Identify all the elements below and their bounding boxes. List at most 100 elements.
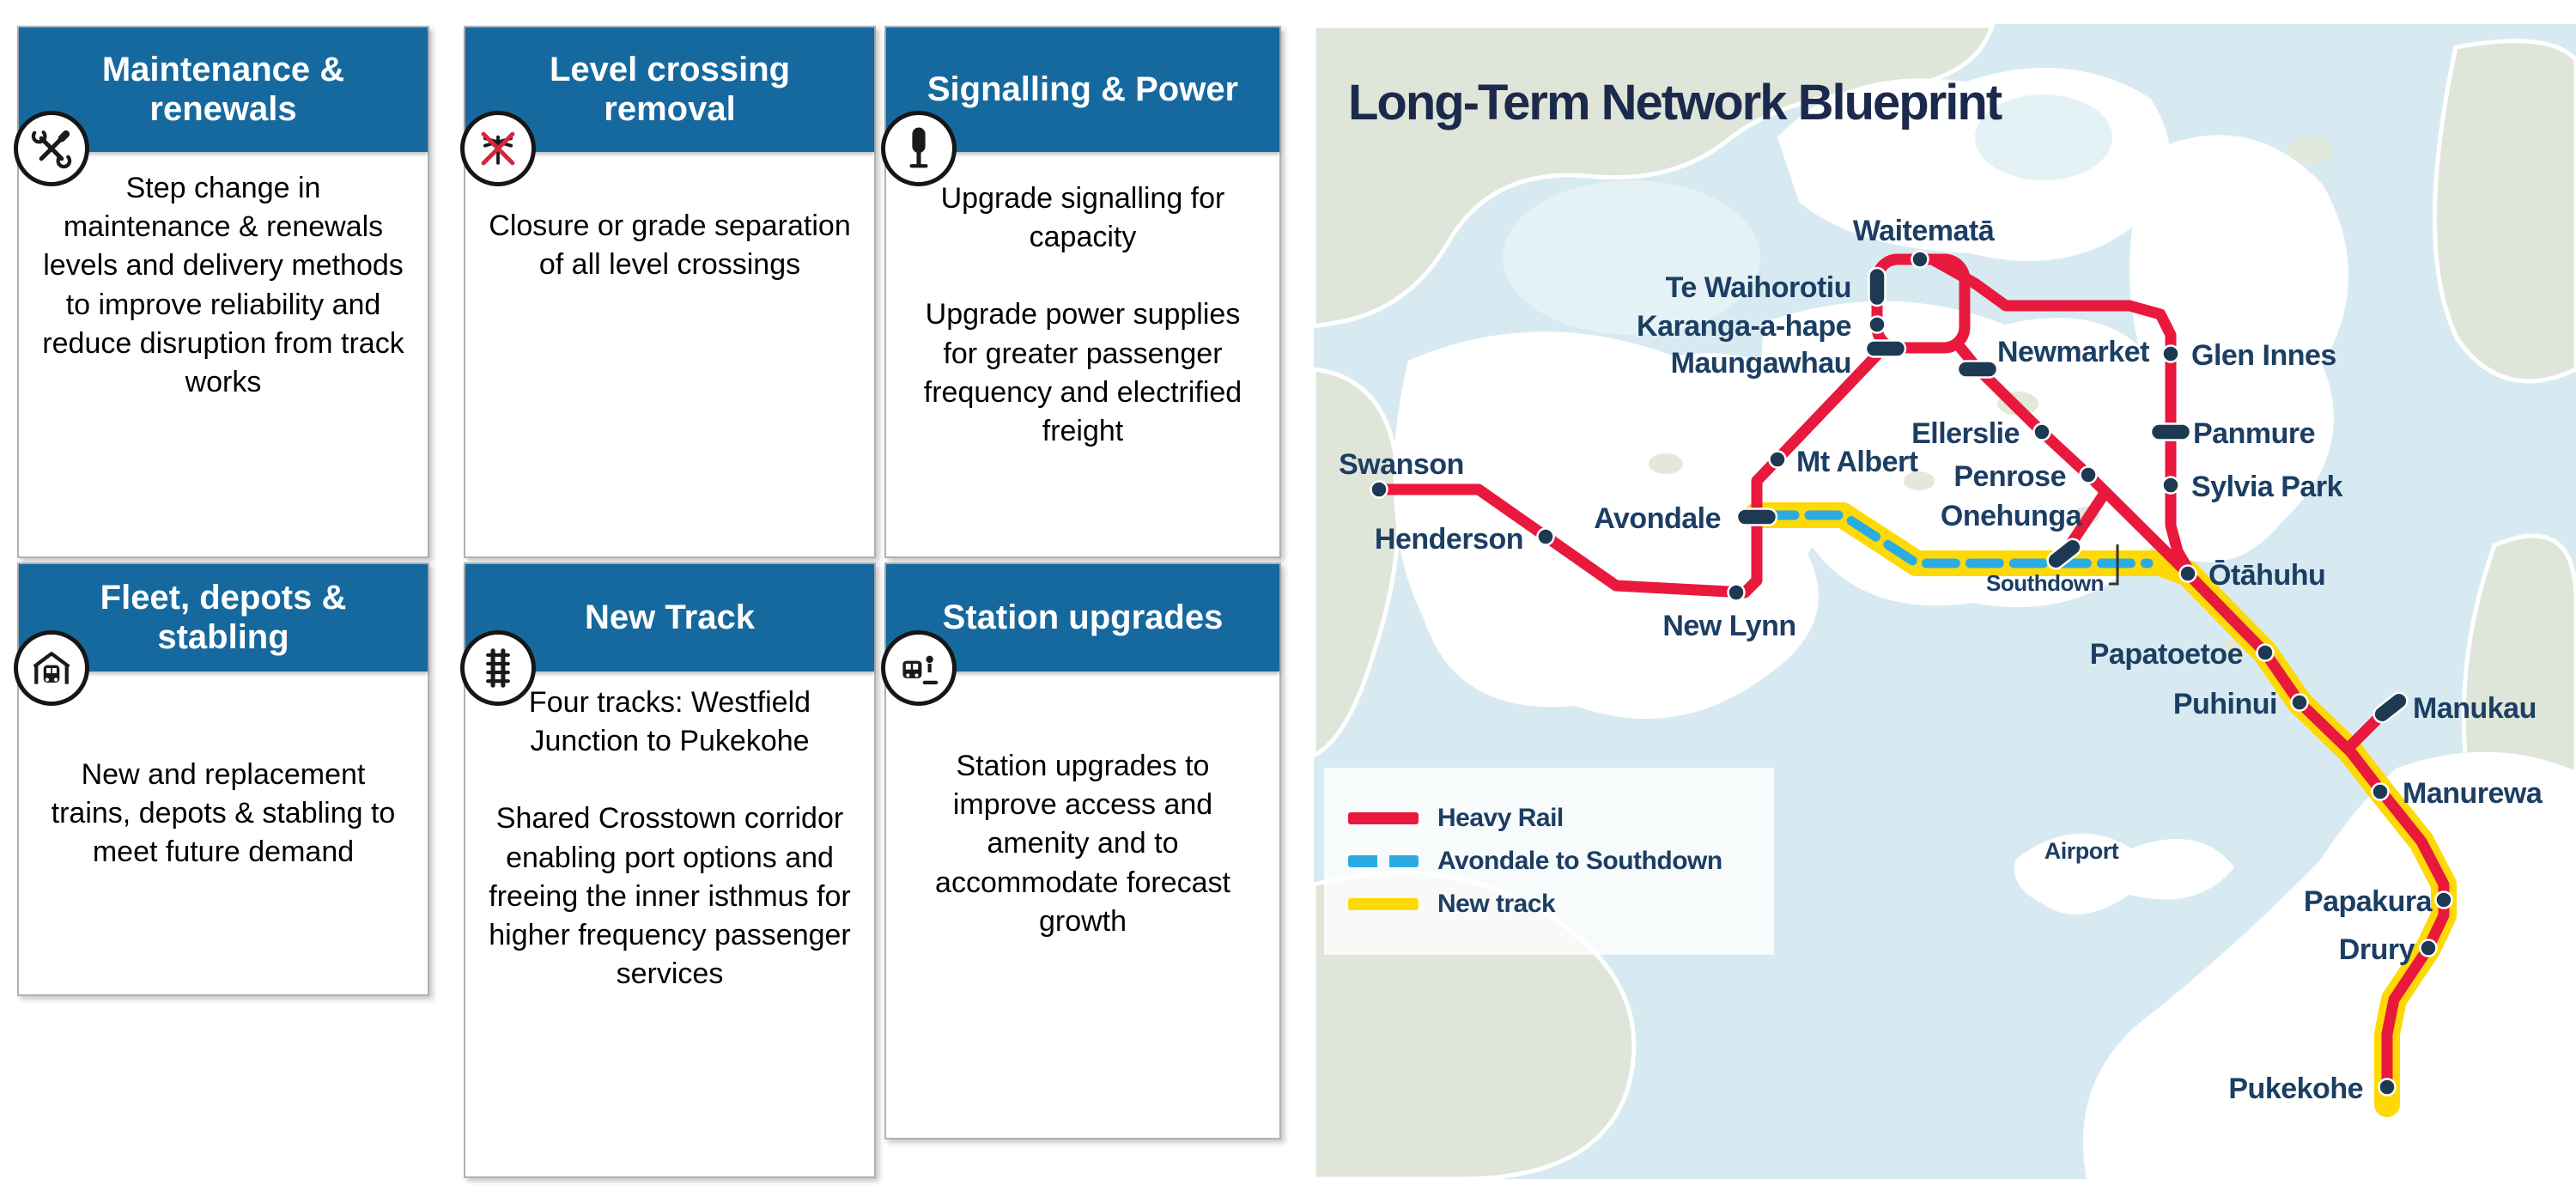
- card-paragraph: Closure or grade separation of all level…: [489, 210, 851, 282]
- station-marker-te-waihorotiu: [1868, 266, 1886, 307]
- no-level-crossing-icon: [460, 111, 536, 186]
- station-label-swanson: Swanson: [1339, 448, 1464, 481]
- southdown-connector-line: [2109, 544, 2119, 586]
- station-marker-swanson: [1370, 480, 1388, 499]
- depot-icon: [14, 630, 89, 706]
- station-marker-puhinui: [2290, 693, 2309, 712]
- station-label-pukekohe: Pukekohe: [2228, 1073, 2363, 1105]
- network-map: Long-Term Network Blueprint: [1311, 23, 2576, 1182]
- station-label-puhinui: Puhinui: [2173, 688, 2277, 720]
- card-title-line: Signalling & Power: [927, 70, 1239, 108]
- station-label-papatoetoe: Papatoetoe: [2090, 638, 2243, 671]
- station-marker-avondale: [1735, 507, 1778, 526]
- station-label-manurewa: Manurewa: [2403, 777, 2543, 810]
- station-label-waitematā: Waitematā: [1853, 215, 1996, 247]
- station-marker-manukau: [2372, 691, 2409, 724]
- card-title-line: Station upgrades: [942, 598, 1224, 636]
- legend-item-avondale-to-southdown: Avondale to Southdown: [1348, 847, 1774, 876]
- map-title: Long-Term Network Blueprint: [1348, 75, 2002, 131]
- station-label-mt-albert: Mt Albert: [1796, 446, 1918, 478]
- station-marker-papatoetoe: [2256, 643, 2275, 662]
- card-title-line: renewals: [149, 89, 297, 128]
- station-label-papakura: Papakura: [2304, 885, 2433, 918]
- station-marker-panmure: [2149, 422, 2192, 441]
- station-marker-drury: [2419, 939, 2438, 957]
- card-title-line: Level crossing: [549, 50, 791, 88]
- station-label-penrose: Penrose: [1953, 460, 2066, 493]
- signal-icon: [881, 111, 957, 186]
- station-label-maungawhau: Maungawhau: [1671, 347, 1851, 380]
- card-paragraph: Upgrade signalling for capacity: [940, 182, 1225, 254]
- legend-label: Heavy Rail: [1437, 804, 1564, 832]
- track-icon: [460, 630, 536, 706]
- card-paragraph: Shared Crosstown corridor enabling port …: [489, 802, 851, 991]
- rail-line-avondale-southdown-corridor: [1760, 510, 2154, 568]
- card-title-line: Maintenance &: [101, 50, 345, 88]
- station-icon: [881, 630, 957, 706]
- card-paragraph: Four tracks: Westfield Junction to Pukek…: [528, 686, 811, 758]
- station-marker-mt-albert: [1768, 450, 1787, 469]
- tools-icon: [14, 111, 89, 186]
- legend-swatch-dashed-1: [1348, 855, 1419, 867]
- map-label-southdown: Southdown: [1986, 570, 2104, 596]
- station-marker-karanga-a-hape: [1868, 315, 1886, 334]
- rail-line-eastern-line: [1926, 253, 2196, 578]
- station-marker-pukekohe: [2378, 1078, 2397, 1097]
- card-body-level-crossing-removal: Closure or grade separation of all level…: [465, 152, 874, 284]
- legend-label: Avondale to Southdown: [1437, 847, 1722, 875]
- card-body-maintenance-renewals: Step change in maintenance & renewals le…: [19, 152, 428, 402]
- station-label-onehunga: Onehunga: [1941, 500, 2083, 532]
- card-body-station-upgrades: Station upgrades to improve access and a…: [886, 672, 1279, 941]
- station-marker-penrose: [2079, 465, 2098, 484]
- station-marker-waitematā: [1911, 250, 1929, 269]
- station-marker-sylvia-park: [2161, 476, 2180, 495]
- station-label-manukau: Manukau: [2413, 692, 2537, 725]
- station-label-newmarket: Newmarket: [1997, 336, 2149, 368]
- card-body-fleet-depots-stabling: New and replacement trains, depots & sta…: [19, 672, 428, 872]
- card-title-line: removal: [604, 89, 736, 128]
- station-marker-ōtāhuhu: [2178, 564, 2197, 583]
- station-marker-new-lynn: [1727, 583, 1746, 602]
- legend-item-new-track: New track: [1348, 890, 1774, 919]
- station-marker-henderson: [1536, 527, 1555, 546]
- legend-label: New track: [1437, 890, 1556, 918]
- station-label-karanga-a-hape: Karanga-a-hape: [1637, 310, 1851, 343]
- station-marker-maungawhau: [1864, 339, 1907, 358]
- station-label-henderson: Henderson: [1375, 523, 1523, 556]
- station-marker-ellerslie: [2032, 422, 2051, 441]
- card-paragraph: Upgrade power supplies for greater passe…: [923, 298, 1242, 448]
- station-label-new-lynn: New Lynn: [1662, 610, 1795, 642]
- card-header-new-track: New Track: [465, 564, 874, 672]
- card-paragraph: Step change in maintenance & renewals le…: [42, 172, 404, 399]
- map-label-airport: Airport: [2044, 838, 2119, 864]
- card-title-line: Fleet, depots &: [100, 578, 347, 617]
- station-label-te-waihorotiu: Te Waihorotiu: [1666, 271, 1851, 304]
- station-label-ōtāhuhu: Ōtāhuhu: [2208, 559, 2325, 592]
- station-label-avondale: Avondale: [1594, 502, 1721, 535]
- card-paragraph: New and replacement trains, depots & sta…: [51, 758, 396, 869]
- station-marker-manurewa: [2371, 782, 2390, 801]
- station-label-drury: Drury: [2339, 933, 2415, 966]
- legend-swatch-solid-2: [1348, 898, 1419, 910]
- station-label-glen-innes: Glen Innes: [2191, 339, 2336, 372]
- station-marker-glen-innes: [2161, 344, 2180, 363]
- legend-item-heavy-rail: Heavy Rail: [1348, 804, 1774, 833]
- station-label-ellerslie: Ellerslie: [1911, 417, 2020, 450]
- legend-swatch-solid-0: [1348, 812, 1419, 824]
- station-marker-papakura: [2434, 890, 2453, 909]
- station-label-panmure: Panmure: [2193, 417, 2315, 450]
- card-title-line: New Track: [585, 598, 755, 636]
- card-paragraph: Station upgrades to improve access and a…: [935, 750, 1230, 938]
